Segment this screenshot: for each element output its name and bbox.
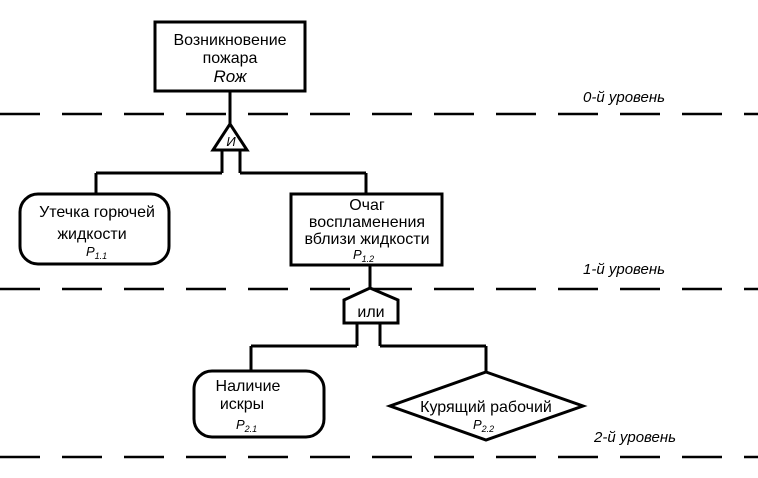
top-event-symbol: Rож: [213, 67, 247, 86]
event-fuel-leak-line1: Утечка горючей: [39, 204, 155, 221]
event-smoker-prob: P2.2: [473, 417, 494, 434]
and-gate-label: И: [226, 134, 236, 149]
event-spark-prob: P2.1: [236, 417, 257, 434]
level-label-0: 0-й уровень: [583, 89, 665, 106]
event-fuel-leak-line2: жидкости: [57, 226, 126, 243]
level-label-2: 2-й уровень: [593, 429, 676, 446]
top-event-fire: Возникновение пожара Rож: [153, 20, 307, 93]
top-event-line1: Возникновение: [173, 32, 286, 49]
event-smoker-line1: Курящий рабочий: [420, 399, 552, 416]
event-spark-line2: искры: [220, 396, 264, 413]
event-ignition-source: Очаг воспламенения вблизи жидкости P1.2: [289, 192, 444, 267]
event-ignition-line1: Очаг: [349, 197, 385, 214]
event-ignition-line2: воспламенения: [309, 214, 425, 231]
event-smoking-worker: Курящий рабочий P2.2: [385, 370, 588, 442]
or-gate: или: [342, 286, 400, 325]
connector-lines: [94, 91, 488, 372]
event-ignition-prob: P1.2: [353, 247, 374, 264]
event-fuel-leak: Утечка горючей жидкости P1.1: [18, 192, 171, 266]
and-gate: И: [210, 121, 250, 152]
event-spark-line1: Наличие: [216, 378, 281, 395]
level-label-1: 1-й уровень: [583, 261, 665, 278]
top-event-line2: пожара: [203, 50, 258, 67]
event-spark: Наличие искры P2.1: [192, 369, 326, 439]
event-fuel-leak-prob: P1.1: [86, 244, 107, 261]
event-ignition-line3: вблизи жидкости: [304, 231, 429, 248]
or-gate-label: или: [357, 304, 384, 321]
